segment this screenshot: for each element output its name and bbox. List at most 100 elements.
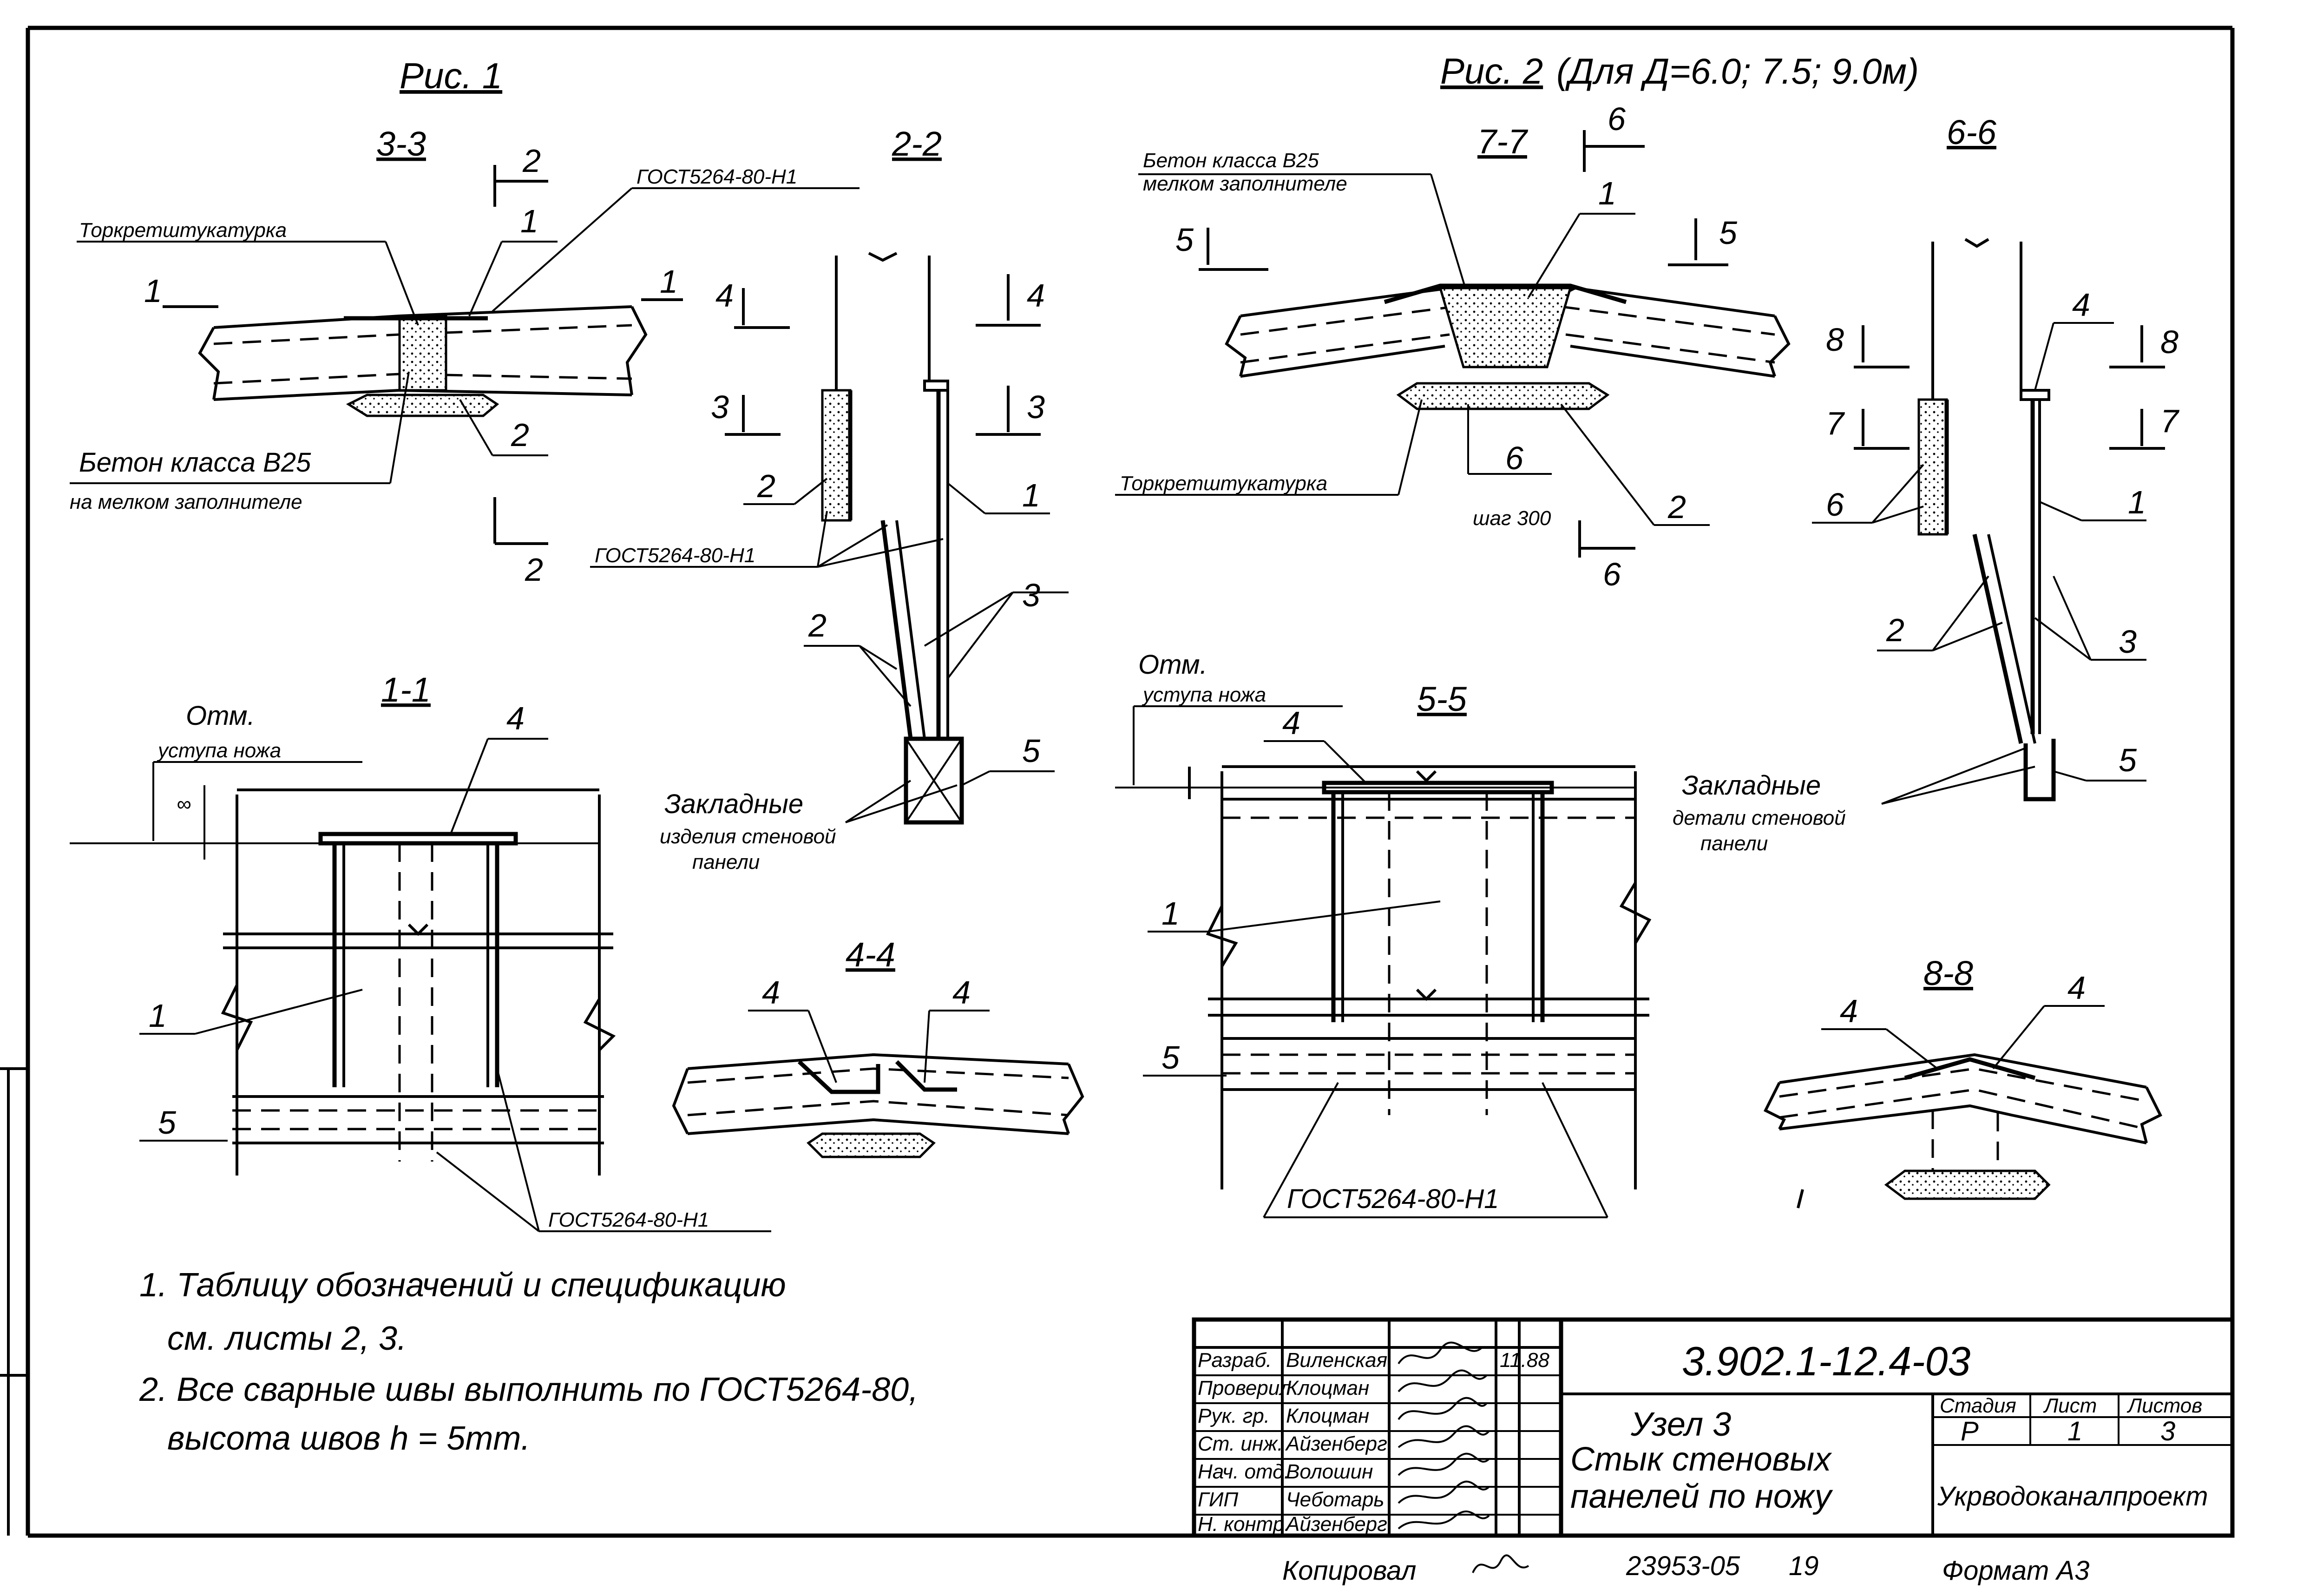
- label-beton7-2: мелком заполнителе: [1143, 172, 1347, 195]
- title-block: 3.902.1-12.4-03 Узел 3 Стык стеновых пан…: [1192, 1317, 2235, 1538]
- label-beton7-1: Бетон класса В25: [1143, 149, 1319, 172]
- section-3-3: 3-3 1 1 2 2 Торкретштукатурка ГОСТ5264-8…: [70, 125, 860, 588]
- mark-5-11: 5: [158, 1104, 177, 1141]
- mark-cut-7-right: 7: [2160, 403, 2180, 439]
- mark-cut-3-right: 3: [1027, 389, 1045, 425]
- sheet-value: 1: [2067, 1416, 2082, 1446]
- sheets-header: Листов: [2126, 1394, 2202, 1417]
- note-2b: высота швов h = 5mm.: [167, 1420, 530, 1457]
- node-title: Узел 3: [1630, 1406, 1731, 1443]
- stage-header: Стадия: [1940, 1394, 2016, 1417]
- inventory-number: 23953-05: [1626, 1551, 1740, 1581]
- fig2-note: (Для Д=6.0; 7.5; 9.0м): [1556, 51, 1919, 92]
- mark-1-11: 1: [149, 998, 167, 1034]
- label-torkret-77: Торкретштукатурка: [1120, 472, 1327, 495]
- date: 11.88: [1500, 1349, 1549, 1372]
- person-7: Айзенберг: [1285, 1513, 1387, 1536]
- label-beton-2: на мелком заполнителе: [70, 491, 302, 513]
- section-4-4: 4-4 4 4: [672, 935, 1084, 1158]
- signature-7: [1398, 1511, 1490, 1530]
- section-8-8-title: 8-8: [1923, 954, 1973, 992]
- role-3: Рук. гр.: [1198, 1405, 1270, 1427]
- label-torkret: Торкретштукатурка: [79, 219, 287, 242]
- label-zakl-3: панели: [692, 851, 760, 874]
- mark-2-77: 2: [1667, 489, 1686, 525]
- mark-4-44b: 4: [952, 974, 971, 1011]
- mark-cut-1-right: 1: [660, 263, 678, 300]
- section-2-2-title: 2-2: [892, 125, 942, 163]
- mark-5-55: 5: [1162, 1039, 1180, 1076]
- mark-cut-4-right: 4: [1027, 277, 1045, 314]
- mark-3-22: 3: [1022, 577, 1040, 613]
- role-5: Нач. отд.: [1198, 1460, 1290, 1483]
- note-1a: 1. Таблицу обозначений и спецификацию: [139, 1267, 786, 1304]
- drawing-code: 3.902.1-12.4-03: [1682, 1338, 1970, 1384]
- person-2: Клоцман: [1286, 1377, 1369, 1399]
- stage-value: Р: [1961, 1416, 1979, 1446]
- mark-4-55: 4: [1282, 705, 1300, 741]
- label-zakl-2: изделия стеновой: [660, 825, 836, 848]
- mark-4-88b: 4: [2067, 970, 2086, 1006]
- mark-cut-3-left: 3: [711, 389, 729, 425]
- note-2a: 2. Все сварные швы выполнить по ГОСТ5264…: [139, 1371, 918, 1408]
- label-zakl-1: Закладные: [664, 789, 803, 819]
- mark-cut-1-left: 1: [144, 273, 162, 309]
- mark-3-66: 3: [2119, 624, 2137, 660]
- sheets-value: 3: [2160, 1416, 2175, 1446]
- mark-6-77: 6: [1505, 440, 1523, 476]
- mark-1-77: 1: [1598, 175, 1616, 211]
- copied-label: Копировал: [1282, 1556, 1416, 1586]
- section-3-3-title: 3-3: [376, 125, 426, 163]
- mark-cut-7-left: 7: [1826, 405, 1845, 441]
- inventory-sheet: 19: [1789, 1551, 1819, 1581]
- label-otm-55: Отм.: [1138, 650, 1207, 680]
- role-1: Разраб.: [1198, 1349, 1272, 1372]
- section-5-5-title: 5-5: [1417, 680, 1467, 718]
- node-name-2: панелей по ножу: [1570, 1478, 1833, 1515]
- mark-2-33: 2: [511, 417, 529, 453]
- mark-1-55: 1: [1162, 895, 1180, 932]
- person-3: Клоцман: [1286, 1405, 1369, 1427]
- signature-5: [1398, 1452, 1490, 1476]
- mark-cut-4-left: 4: [715, 277, 734, 314]
- role-6: ГИП: [1198, 1488, 1238, 1511]
- person-6: Чеботарь: [1286, 1488, 1385, 1511]
- node-name-1: Стык стеновых: [1570, 1441, 1832, 1478]
- mark-2-22b: 2: [808, 607, 827, 644]
- sheet-frame: [0, 26, 2235, 1538]
- label-gost-55: ГОСТ5264-80-Н1: [1287, 1184, 1499, 1214]
- mark-cut-5-right: 5: [1719, 215, 1738, 251]
- mark-4-66: 4: [2072, 287, 2090, 323]
- mark-6-66: 6: [1826, 486, 1844, 523]
- label-shag: шаг 300: [1473, 507, 1551, 530]
- label-zakl6-2: детали стеновой: [1673, 807, 1846, 829]
- mark-1-22: 1: [1022, 477, 1040, 513]
- signature-3: [1398, 1397, 1488, 1420]
- person-5: Волошин: [1286, 1460, 1373, 1483]
- label-gost-11: ГОСТ5264-80-Н1: [548, 1208, 709, 1231]
- mark-cut-8-left: 8: [1826, 322, 1844, 358]
- mark-2-22a: 2: [757, 468, 775, 504]
- note-1b: см. листы 2, 3.: [167, 1320, 407, 1357]
- mark-cut-2-top: 2: [522, 143, 541, 179]
- signature-6: [1398, 1480, 1490, 1504]
- label-zakl6-3: панели: [1700, 832, 1768, 855]
- signature-4: [1398, 1425, 1490, 1448]
- fig2-title: Рис. 2: [1440, 51, 1543, 92]
- label-ustupa-11: уступа ножа: [157, 739, 281, 762]
- label-ustupa-55: уступа ножа: [1142, 683, 1266, 706]
- footer-stamps: Копировал 23953-05 19 Формат А3: [1282, 1551, 2089, 1586]
- label-gost-22: ГОСТ5264-80-Н1: [595, 544, 755, 567]
- mark-cut-6-bottom: 6: [1603, 556, 1621, 592]
- section-4-4-title: 4-4: [846, 935, 895, 974]
- label-infinity: ∞: [177, 793, 191, 815]
- mark-1-33: 1: [520, 203, 538, 239]
- mark-1-66: 1: [2128, 484, 2146, 520]
- copied-signature: [1472, 1554, 1529, 1573]
- mark-4-44a: 4: [762, 974, 780, 1011]
- role-4: Ст. инж.: [1198, 1432, 1283, 1455]
- section-6-6: 6-6 4 8 7 8 7 6 1 2: [1673, 113, 2180, 855]
- mark-4-11: 4: [506, 700, 525, 736]
- label-zakl6-1: Закладные: [1682, 770, 1821, 801]
